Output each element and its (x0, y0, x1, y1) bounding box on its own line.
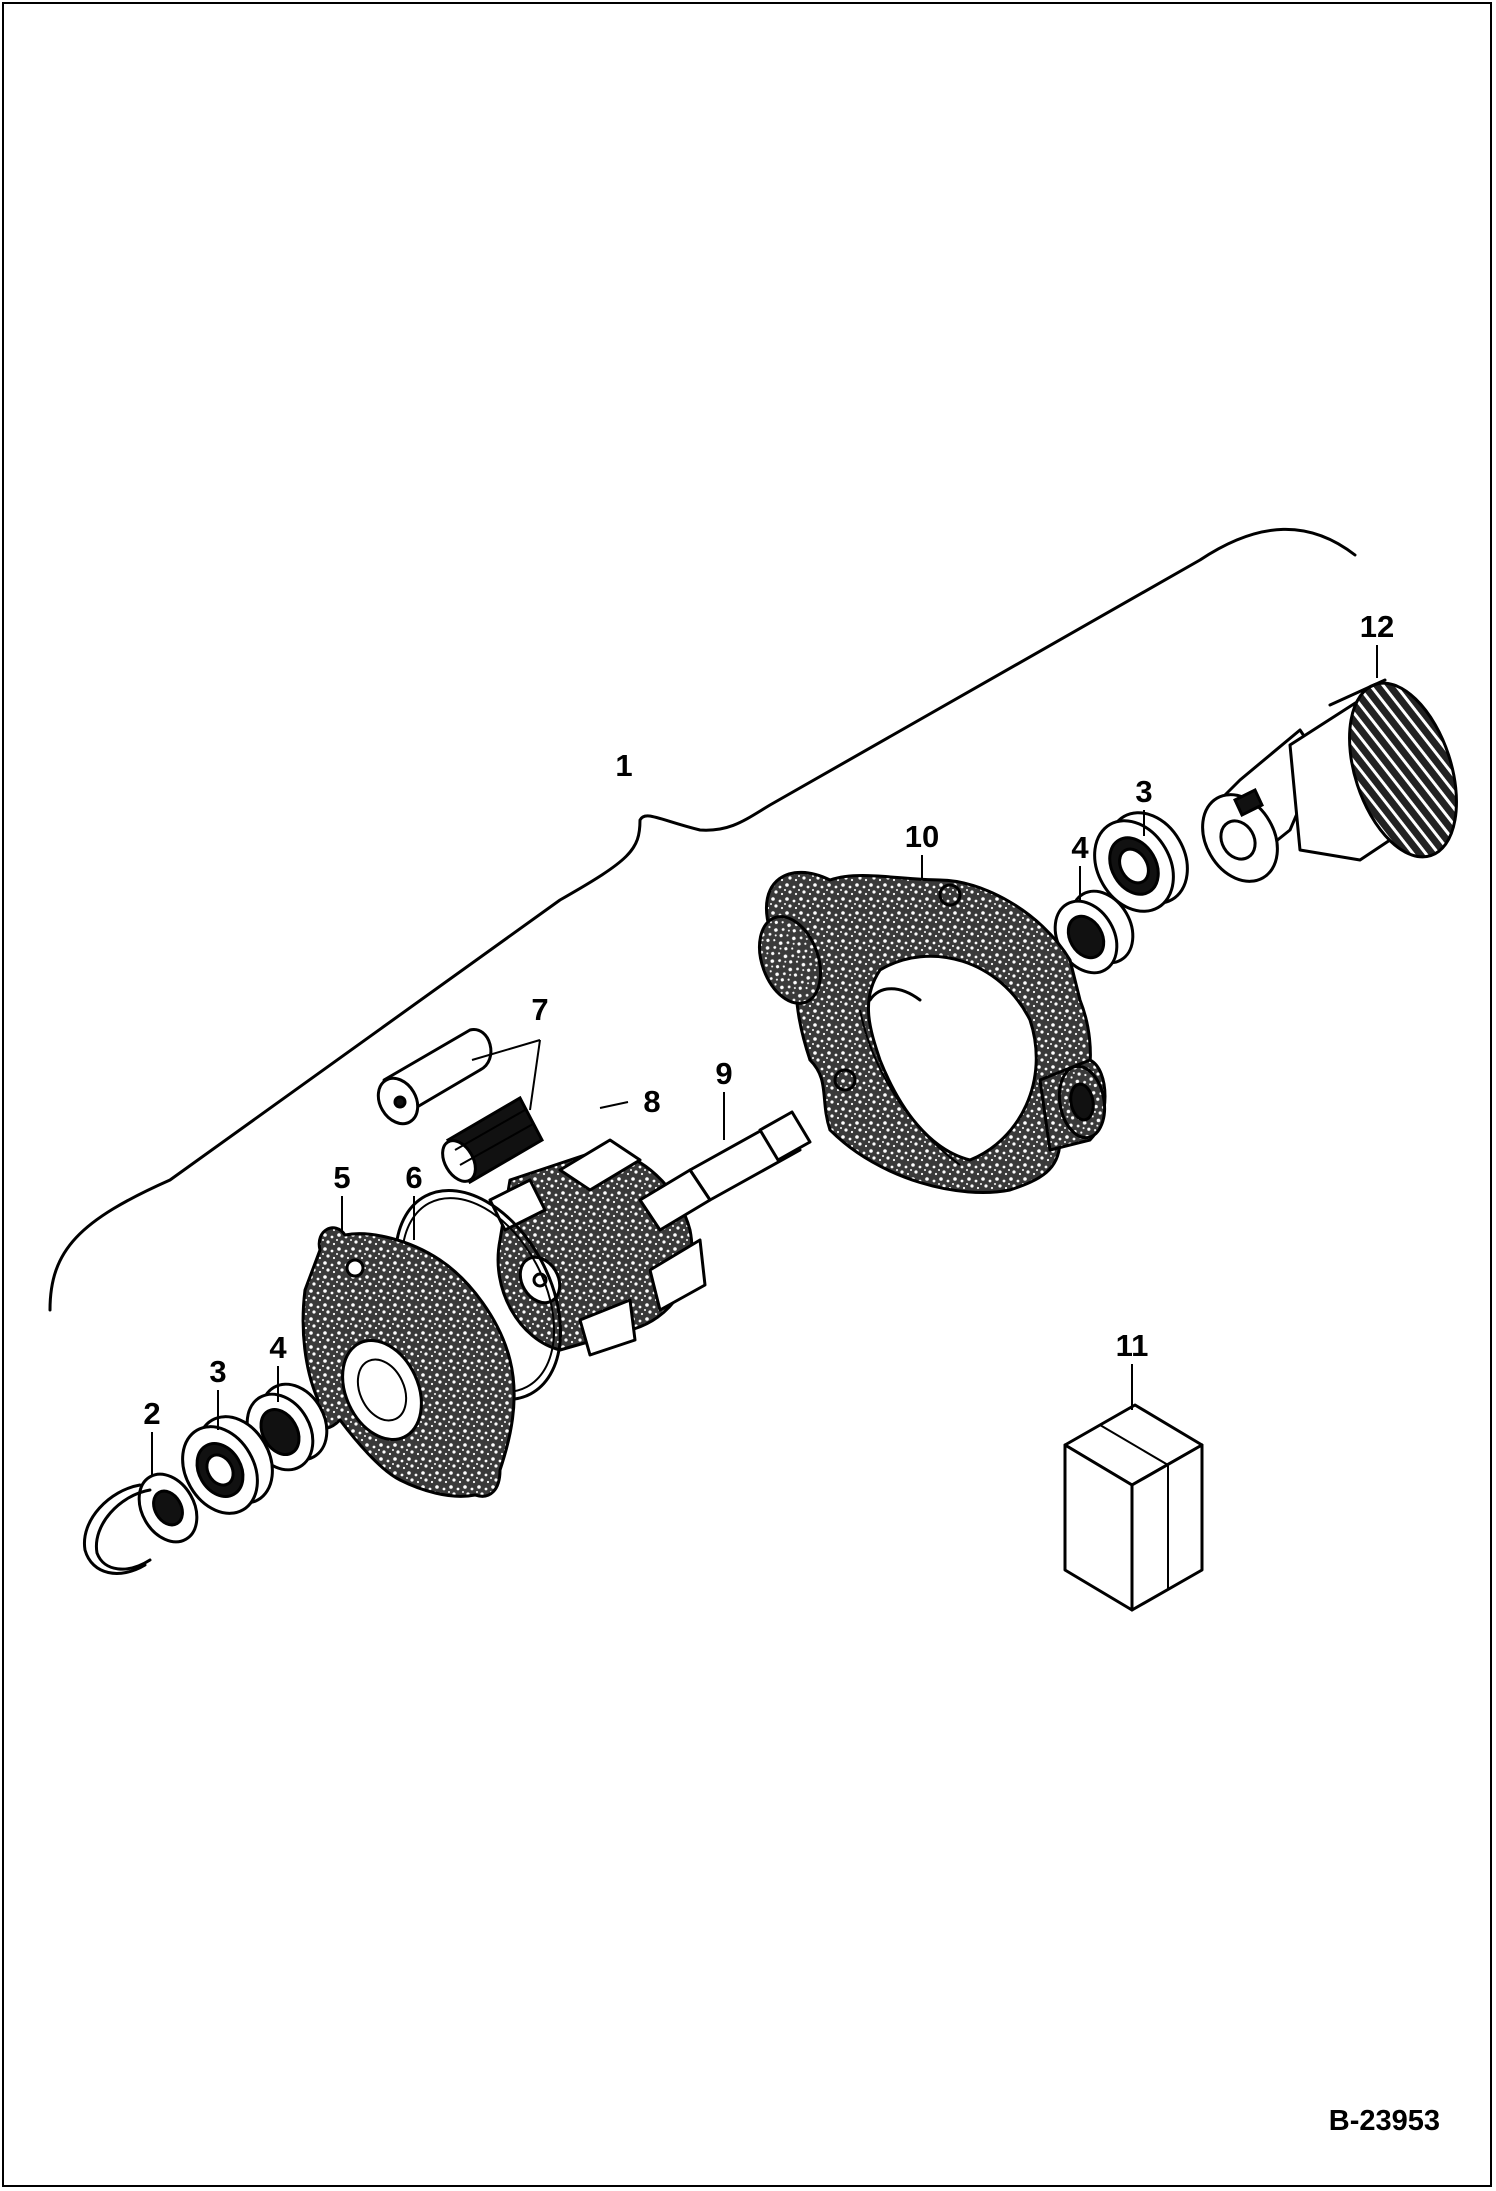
part-bushing-left (245, 1382, 329, 1472)
figure-reference-code: B-23953 (1329, 2105, 1440, 2137)
part-rotor-shaft (488, 1110, 812, 1357)
callout-12: 12 (1360, 609, 1394, 644)
callout-11: 11 (1116, 1328, 1149, 1363)
callout-4-left: 4 (269, 1330, 287, 1365)
callout-7: 7 (531, 992, 548, 1027)
part-rollers (376, 1028, 544, 1185)
callout-4-right: 4 (1071, 830, 1089, 865)
part-end-plate (301, 1226, 516, 1498)
part-snap-ring (82, 1472, 199, 1575)
callout-3-right: 3 (1135, 774, 1152, 809)
part-kit-box (1063, 1403, 1204, 1612)
part-bushing-right (1053, 889, 1135, 975)
part-motor-coupling (1201, 678, 1458, 883)
part-pump-housing (758, 870, 1107, 1194)
callout-3-left: 3 (209, 1354, 226, 1389)
callout-1: 1 (615, 748, 632, 783)
callout-6: 6 (405, 1160, 422, 1195)
callout-9: 9 (715, 1056, 732, 1091)
callout-5: 5 (333, 1160, 350, 1195)
callout-2: 2 (143, 1396, 160, 1431)
leader-lines (151, 645, 1378, 1475)
callout-8: 8 (643, 1084, 660, 1119)
part-bearing-right (1093, 811, 1189, 913)
callout-10: 10 (905, 819, 939, 854)
assembly-brace (48, 527, 1357, 1312)
part-bearing-left (181, 1415, 274, 1515)
